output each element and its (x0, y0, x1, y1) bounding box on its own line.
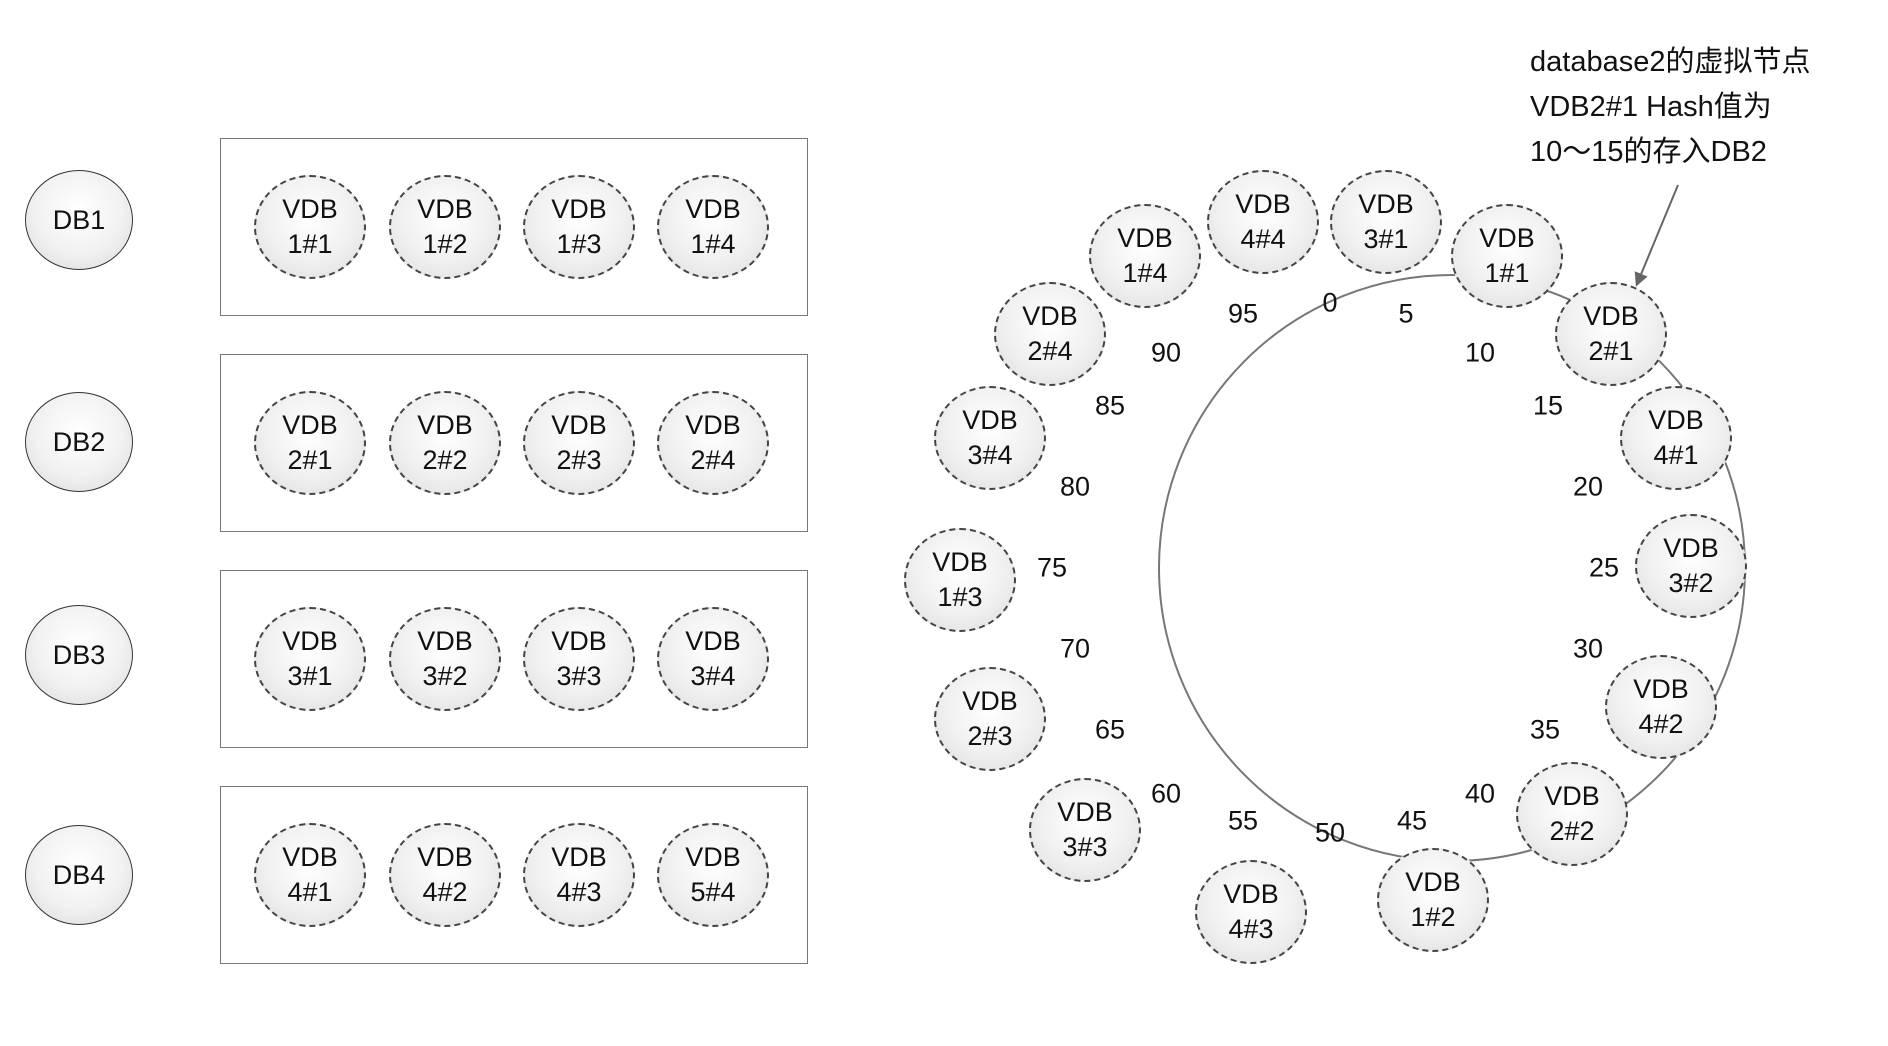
ring-tick-label: 95 (1227, 298, 1259, 329)
annotation-line: VDB2#1 Hash值为 (1530, 91, 1772, 123)
ring-tick-label: 55 (1227, 805, 1259, 836)
ring-tick-label: 60 (1150, 778, 1182, 809)
annotation-line: database2的虚拟节点 (1530, 46, 1811, 78)
ring-tick-label: 40 (1464, 778, 1496, 809)
annotation-line: 10～15的存入DB2 (1530, 136, 1767, 168)
annotation-arrow (1634, 184, 1679, 287)
ring-tick-label: 90 (1150, 337, 1182, 368)
ring-tick-label: 70 (1059, 633, 1091, 664)
ring-tick-label: 75 (1036, 552, 1068, 583)
ring-tick-label: 20 (1572, 471, 1604, 502)
annotation-text: database2的虚拟节点 VDB2#1 Hash值为 10～15的存入DB2 (1530, 40, 1810, 175)
db-node-db3: DB3 (25, 605, 133, 705)
ring-tick-label: 30 (1572, 633, 1604, 664)
ring-tick-label: 35 (1529, 714, 1561, 745)
ring-tick-label: 80 (1059, 471, 1091, 502)
ring-tick-label: 10 (1464, 337, 1496, 368)
db-node-db2: DB2 (25, 392, 133, 492)
ring-tick-label: 85 (1094, 390, 1126, 421)
ring-tick-label: 0 (1322, 287, 1338, 318)
ring-tick-label: 65 (1094, 714, 1126, 745)
ring-tick-label: 25 (1588, 552, 1620, 583)
ring-tick-label: 50 (1314, 817, 1346, 848)
db-node-db1: DB1 (25, 170, 133, 270)
ring-tick-label: 15 (1532, 390, 1564, 421)
db-node-db4: DB4 (25, 825, 133, 925)
ring-tick-label: 45 (1396, 805, 1428, 836)
ring-tick-label: 5 (1398, 298, 1414, 329)
